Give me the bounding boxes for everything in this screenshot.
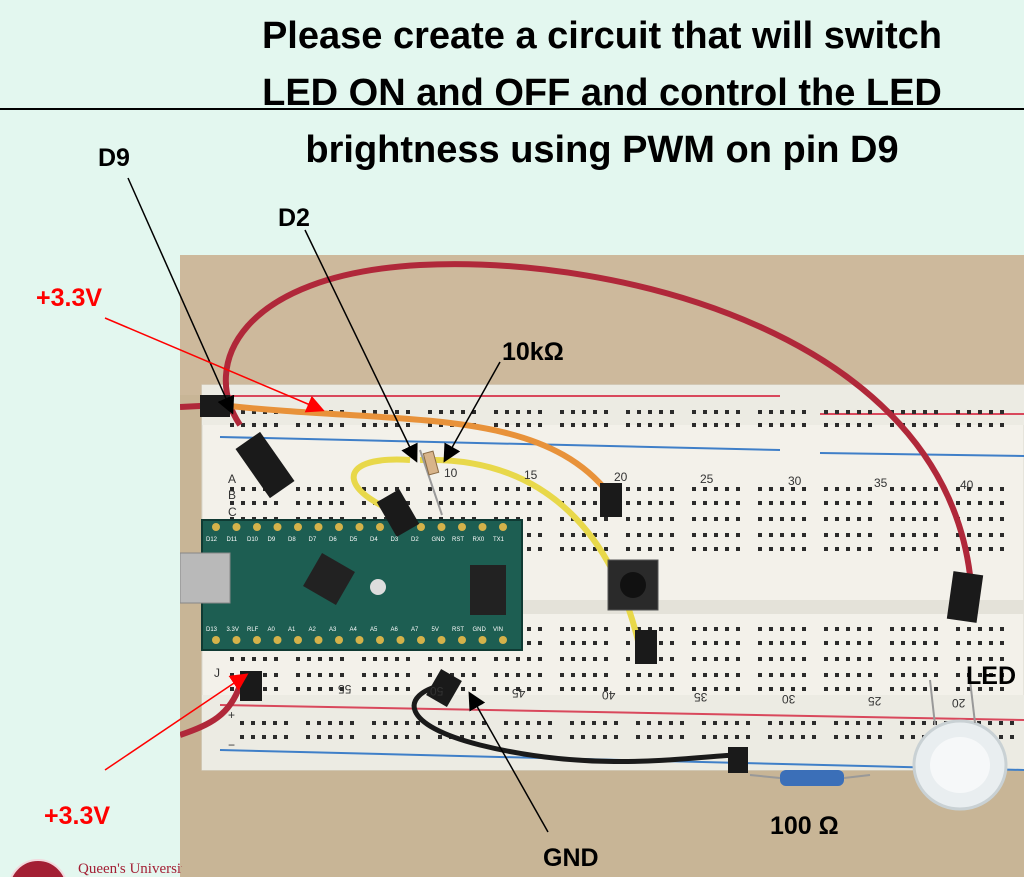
title-line-2: LED ON and OFF and control the LED: [262, 72, 942, 114]
row-letter: C: [228, 505, 237, 519]
board-pin-label: A7: [411, 627, 419, 633]
rail-plus-sign: +: [228, 708, 236, 722]
board-pin-label: D5: [349, 537, 358, 543]
board-pin-label: A1: [288, 627, 296, 633]
board-pin-label: RST: [452, 627, 464, 633]
column-number: 50: [430, 684, 444, 698]
d9-label: D9: [98, 144, 130, 172]
board-pin-label: D9: [267, 537, 276, 543]
breadboard-illustration: [180, 255, 1024, 877]
university-logo: Queen's University: [6, 855, 182, 877]
board-pin-label: D8: [288, 537, 296, 543]
column-number: 15: [524, 468, 538, 482]
column-number: 35: [874, 476, 888, 490]
board-pin-label: D2: [411, 537, 419, 543]
board-pin-label: D3: [390, 537, 399, 543]
board-pin-label: D11: [226, 537, 238, 543]
board-pin-label: D10: [247, 537, 259, 543]
column-number: 40: [960, 478, 974, 492]
column-number: 45: [512, 686, 526, 700]
board-pin-label: GND: [431, 537, 445, 543]
board-pin-label: D7: [308, 537, 317, 543]
board-pin-label: A5: [370, 627, 378, 633]
board-pin-label: D4: [370, 537, 378, 543]
v33-bottom-label: +3.3V: [44, 802, 111, 830]
board-pin-label: A3: [329, 627, 337, 633]
board-pin-label: A6: [390, 627, 398, 633]
board-pin-label: TX1: [493, 537, 505, 543]
column-number: 25: [868, 694, 882, 708]
gnd-label: GND: [543, 844, 599, 872]
r10k-label: 10kΩ: [502, 338, 564, 366]
title-underline: [0, 108, 1024, 110]
university-name: Queen's University: [78, 861, 182, 877]
row-letter: J: [214, 666, 220, 680]
column-number: 35: [694, 690, 708, 704]
row-letter: B: [228, 488, 237, 502]
title-line-1: Please create a circuit that will switch: [261, 15, 943, 57]
board-pin-label: A0: [267, 627, 275, 633]
column-number: 20: [614, 470, 628, 484]
v33-top-label: +3.3V: [36, 284, 103, 312]
column-number: 40: [602, 688, 616, 702]
rail-minus-sign: −: [228, 738, 236, 752]
column-number: 25: [700, 472, 714, 486]
university-seal-icon: [8, 859, 68, 877]
column-number: 20: [952, 696, 966, 710]
board-pin-label: RLF: [247, 627, 259, 633]
board-pin-label: D13: [206, 627, 218, 633]
board-pin-label: D6: [329, 537, 337, 543]
r100-label: 100 Ω: [770, 812, 839, 840]
column-number: 30: [782, 692, 796, 706]
title-line-3: brightness using PWM on pin D9: [305, 129, 899, 171]
board-pin-label: VIN: [493, 627, 504, 633]
slide-title: Please create a circuit that will switch…: [180, 8, 1024, 179]
column-number: 10: [444, 466, 458, 480]
row-letter: A: [228, 472, 237, 486]
board-pin-label: A4: [349, 627, 357, 633]
board-pin-label: A2: [308, 627, 316, 633]
column-number: 30: [788, 474, 802, 488]
column-number: 55: [338, 682, 352, 696]
board-pin-label: D12: [206, 537, 218, 543]
board-pin-label: RX0: [472, 537, 485, 543]
d2-label: D2: [278, 204, 310, 232]
board-pin-label: GND: [472, 627, 486, 633]
board-pin-label: RST: [452, 537, 464, 543]
board-pin-label: 5V: [431, 627, 439, 633]
circuit-photo: [180, 255, 1024, 877]
board-pin-label: 3.3V: [226, 627, 239, 633]
led-label: LED: [966, 662, 1016, 690]
